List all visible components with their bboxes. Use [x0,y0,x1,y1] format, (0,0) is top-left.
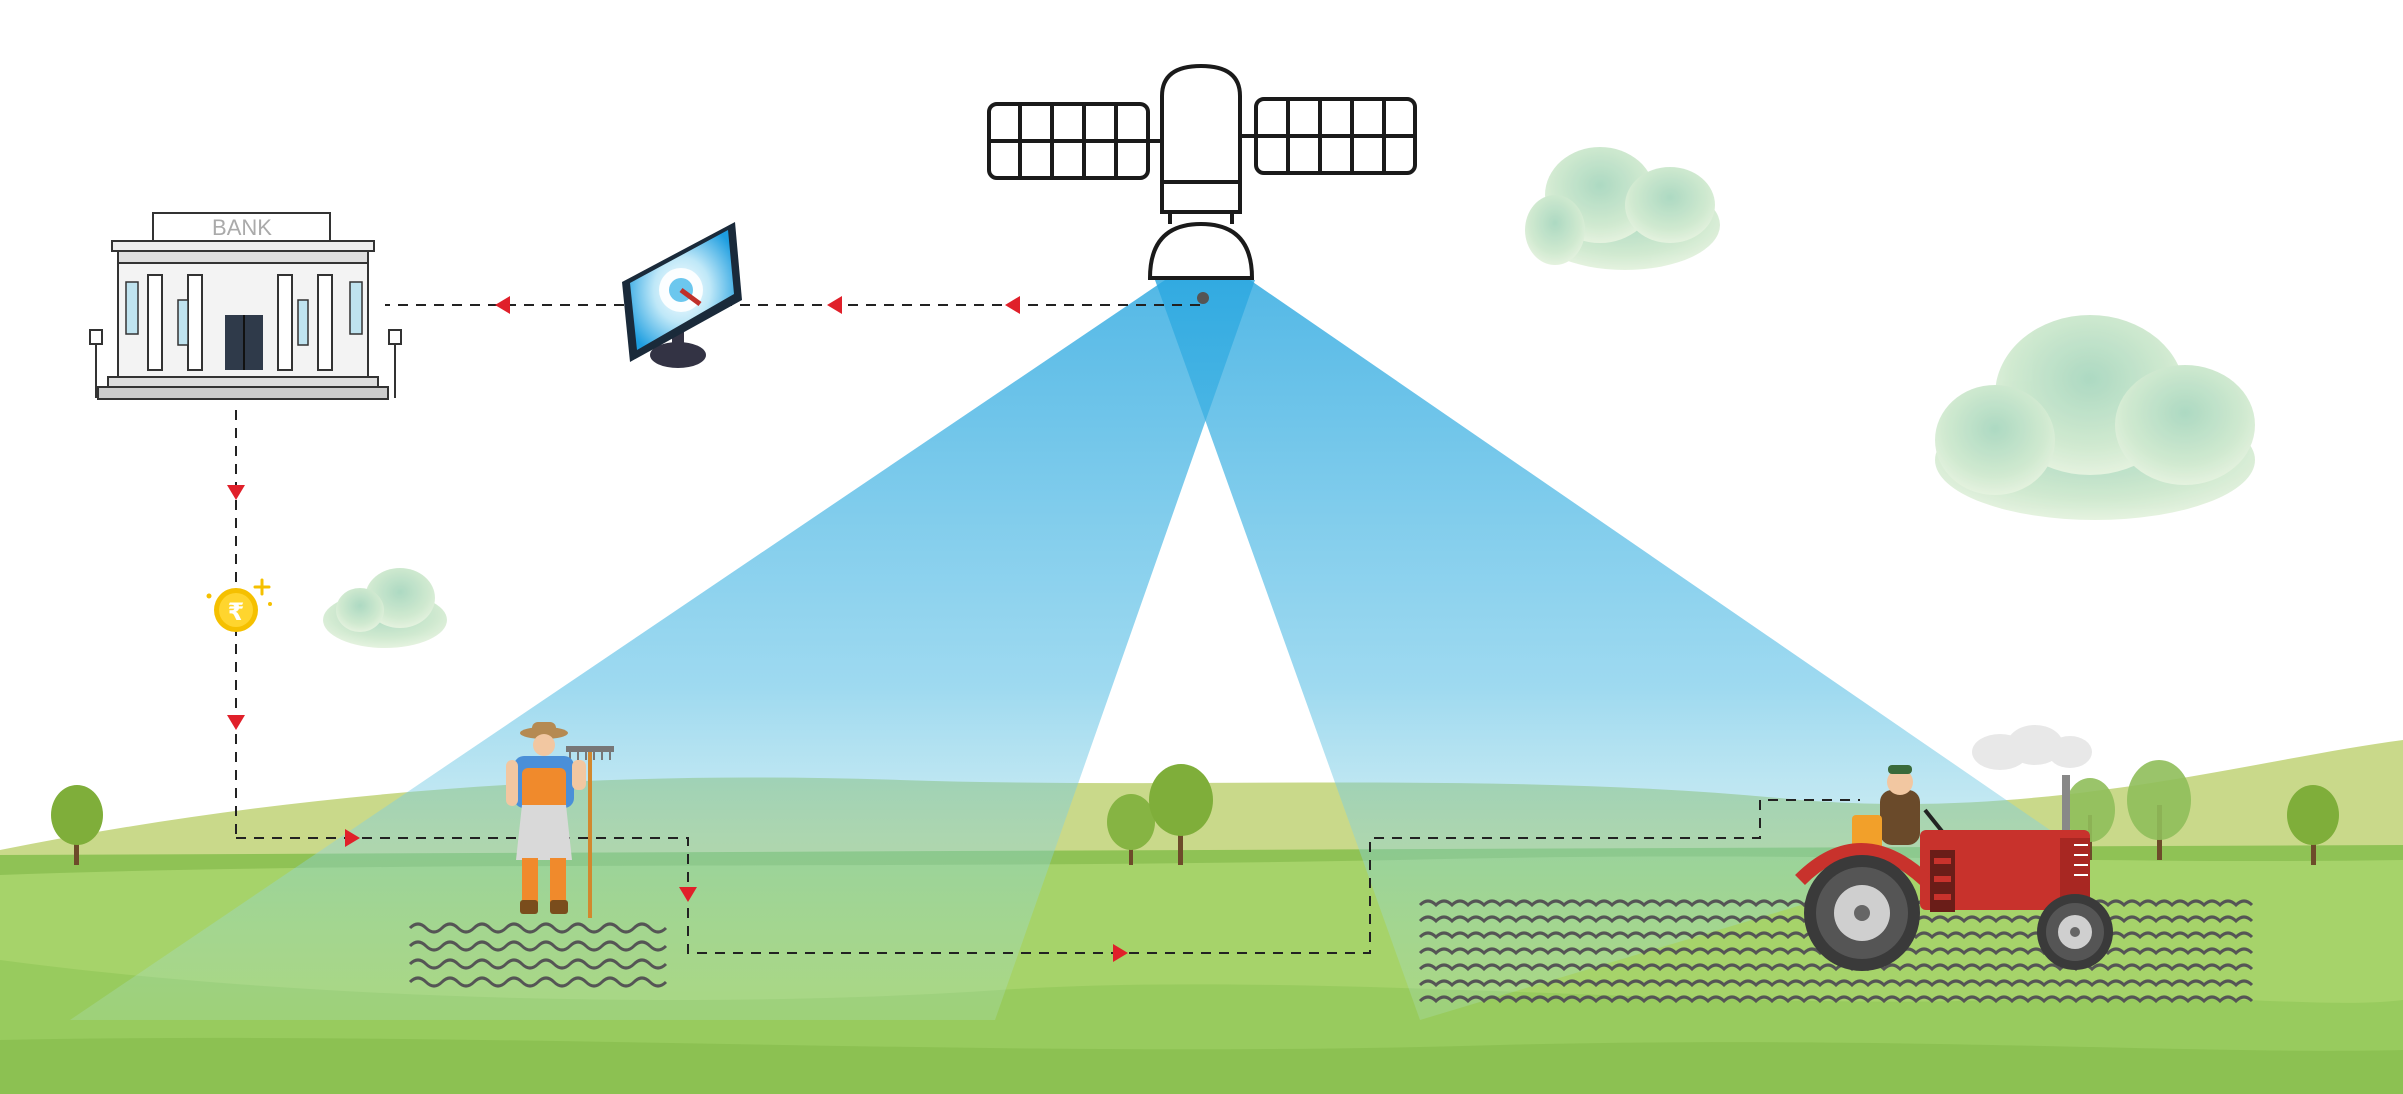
arrow-down-icon [227,715,245,730]
arrow-left-icon [1005,296,1020,314]
arrow-left-icon [827,296,842,314]
bank-sign: BANK [212,215,272,240]
cloud-icon [1935,315,2255,520]
arrow-left-icon [495,296,510,314]
cloud-icon [1525,147,1720,270]
arrow-down-icon [227,485,245,500]
rupee-coin-icon: ₹ [207,580,273,632]
satellite-icon [989,66,1415,304]
monitor-icon [622,222,742,368]
rupee-symbol: ₹ [228,598,245,626]
bank-building: BANK [90,213,401,399]
cloud-icon [323,568,447,648]
